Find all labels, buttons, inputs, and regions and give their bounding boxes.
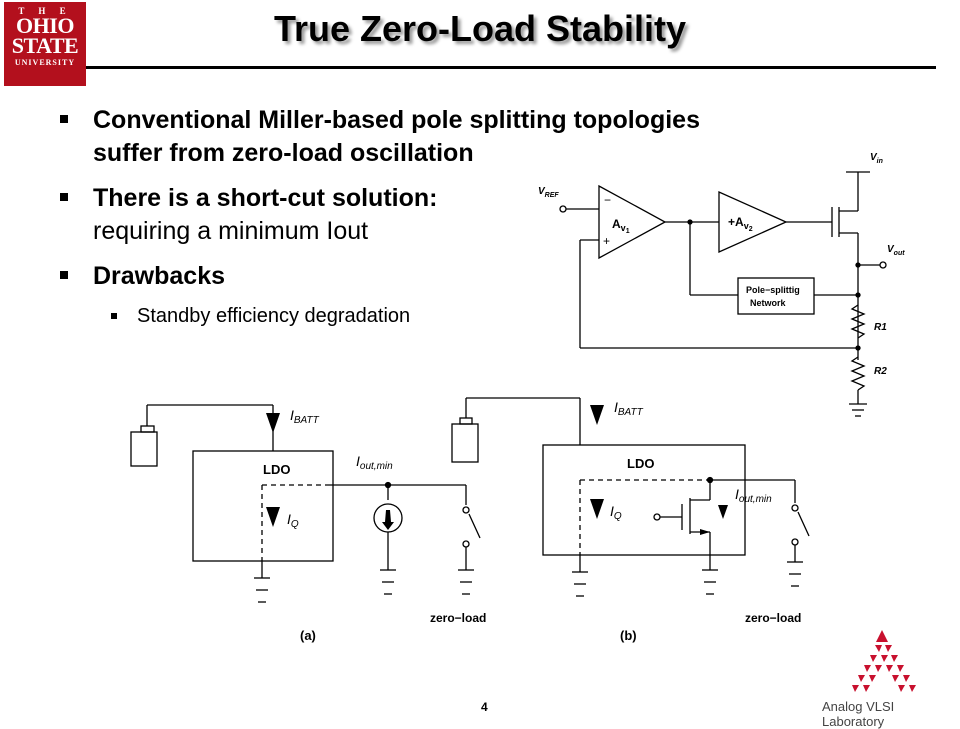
lab-logo-icon	[852, 630, 916, 692]
vref-label: VREF	[538, 186, 559, 199]
pole-splitting-network-box	[737, 277, 815, 315]
bullet-text: There is a short-cut solution:	[93, 184, 438, 212]
network-label-line2: Network	[750, 298, 787, 308]
vout-label: Vout	[887, 244, 905, 257]
logo-text-university: UNIVERSITY	[14, 58, 76, 67]
page-number: 4	[481, 700, 488, 714]
iq-arrow-a	[266, 507, 280, 527]
zero-load-schematics: IBATT IBATT LDO LDO Iout,min Iout,min IQ…	[130, 397, 810, 643]
iq-arrow-b	[590, 499, 604, 519]
error-amplifier-triangle	[598, 184, 667, 260]
bullet-text: Conventional Miller-based pole splitting…	[93, 106, 700, 134]
sub-bullet-text: Standby efficiency degradation	[137, 305, 411, 327]
sub-bullet-marker	[111, 313, 117, 319]
caption-a: (a)	[300, 628, 316, 643]
caption-b: (b)	[620, 628, 637, 643]
bullet-list: Conventional Miller-based pole splitting…	[60, 104, 880, 331]
iq-label-a: IQ	[287, 511, 299, 530]
plus-input-label: +	[603, 234, 610, 248]
ldo-label-a: LDO	[263, 462, 290, 477]
network-label-line1: Pole−splittig	[746, 285, 800, 295]
bullet-text-continued: requiring a minimum Iout	[93, 217, 369, 245]
battery-a	[130, 431, 158, 467]
bullet-marker	[60, 271, 68, 279]
lab-name: Analog VLSI Laboratory	[822, 699, 895, 729]
university-logo: T H E OHIO STATE UNIVERSITY	[4, 2, 86, 86]
iout-arrow-b	[718, 505, 728, 519]
r1-label: R1	[874, 322, 887, 333]
zero-load-label-b: zero−load	[745, 611, 801, 625]
amp1-label: Av1	[612, 217, 630, 235]
bullet-text: Drawbacks	[93, 262, 226, 290]
logo-text-the: T H E	[18, 6, 72, 16]
bullet-item: There is a short-cut solution: requiring…	[60, 182, 880, 248]
ibatt-label-a: IBATT	[290, 407, 320, 426]
zero-load-label-a: zero−load	[430, 611, 486, 625]
ldo-box-b	[542, 444, 746, 556]
logo-text-state: STATE	[11, 33, 79, 58]
battery-terminal-b	[459, 417, 473, 425]
r2-label: R2	[874, 366, 887, 377]
iout-label-b: Iout,min	[735, 486, 772, 505]
title-underline	[86, 66, 936, 69]
vin-label: Vin	[870, 152, 883, 165]
bullet-marker	[60, 115, 68, 123]
bullet-text-continued: suffer from zero-load oscillation	[93, 139, 474, 167]
amp2-label: +Av2	[728, 215, 753, 233]
ldo-schematic: VREF Vin Vout − + Av1 +Av2 Pole−splittig…	[538, 152, 905, 417]
slide-title: True Zero-Load Stability	[273, 8, 687, 49]
iq-label-b: IQ	[610, 503, 622, 522]
iout-label-a: Iout,min	[356, 453, 393, 472]
buffer-amplifier-triangle	[718, 190, 788, 254]
ldo-box-a	[192, 450, 334, 562]
sub-bullet-item: Standby efficiency degradation	[60, 301, 880, 331]
battery-terminal-a	[140, 425, 155, 433]
bullet-marker	[60, 193, 68, 201]
battery-b	[451, 423, 479, 463]
ibatt-arrow-b	[590, 405, 604, 425]
bullet-item: Conventional Miller-based pole splitting…	[60, 104, 880, 170]
minus-input-label: −	[604, 193, 611, 207]
logo-text-ohio: OHIO	[16, 13, 74, 38]
ibatt-label-b: IBATT	[614, 399, 644, 418]
ibatt-arrow-a	[266, 413, 280, 433]
bullet-item: Drawbacks	[60, 260, 880, 293]
ldo-label-b: LDO	[627, 456, 654, 471]
